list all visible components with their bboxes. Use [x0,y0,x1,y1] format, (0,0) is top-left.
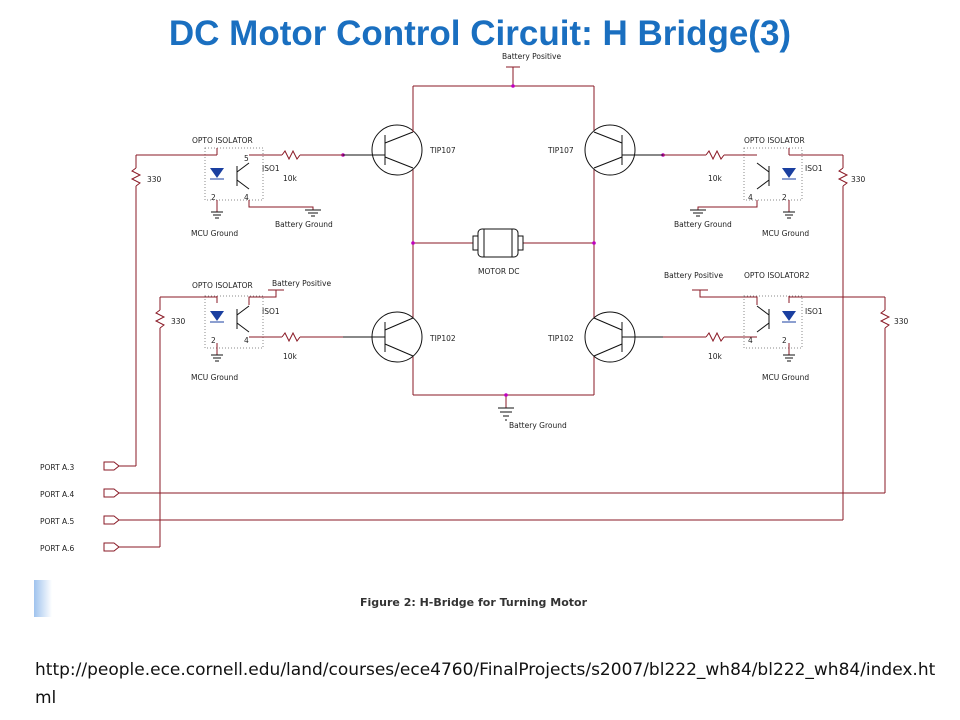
svg-text:Battery Positive: Battery Positive [272,279,331,288]
svg-text:10k: 10k [283,352,298,361]
svg-text:2: 2 [782,193,787,202]
battery-ground-bottom-label: Battery Ground [509,421,567,430]
svg-text:10k: 10k [283,174,298,183]
opto-label-tl: OPTO ISOLATOR [192,136,253,145]
opto-block-top-left: OPTO ISOLATOR ISO1 5 4 2 10k MCU Ground … [130,136,343,466]
battery-positive-top: Battery Positive [502,52,561,86]
port-a4: PORT A.4 [40,488,885,499]
svg-text:ISO1: ISO1 [805,164,823,173]
transistor-bottom-left-label: TIP102 [429,334,456,343]
opto-label-br: OPTO ISOLATOR2 [744,271,810,280]
svg-text:MCU Ground: MCU Ground [191,229,238,238]
source-url[interactable]: http://people.ece.cornell.edu/land/cours… [35,660,936,708]
svg-text:2: 2 [211,336,216,345]
svg-text:PORT A.5: PORT A.5 [40,517,74,526]
svg-text:ISO1: ISO1 [805,307,823,316]
dc-motor: MOTOR DC [472,228,524,276]
transistor-top-right: TIP107 [547,124,663,176]
opto-block-top-right: OPTO ISOLATOR ISO1 4 2 10k MCU Ground Ba… [663,136,866,520]
port-a6: PORT A.6 [40,542,160,553]
svg-text:MCU Ground: MCU Ground [191,373,238,382]
svg-text:2: 2 [782,336,787,345]
svg-text:Battery Ground: Battery Ground [674,220,732,229]
junction-dots [341,84,665,397]
motor-label: MOTOR DC [478,267,519,276]
port-a3: PORT A.3 [40,461,136,472]
svg-text:Battery Ground: Battery Ground [275,220,333,229]
svg-text:4: 4 [748,336,753,345]
port-a5: PORT A.5 [40,515,843,526]
svg-text:330: 330 [147,175,162,184]
svg-text:4: 4 [244,336,249,345]
transistor-top-left: TIP107 [343,86,456,176]
svg-text:330: 330 [171,317,186,326]
figure-caption: Figure 2: H-Bridge for Turning Motor [360,596,588,609]
svg-text:330: 330 [894,317,909,326]
svg-text:Battery Positive: Battery Positive [664,271,723,280]
svg-text:MCU Ground: MCU Ground [762,373,809,382]
opto-block-bottom-left: OPTO ISOLATOR Battery Positive ISO1 4 2 … [154,279,343,547]
transistor-bottom-right-label: TIP102 [547,334,574,343]
transistor-bottom-right: TIP102 [547,311,663,363]
transistor-top-left-label: TIP107 [429,146,456,155]
svg-text:ISO1: ISO1 [262,307,280,316]
svg-text:330: 330 [851,175,866,184]
svg-text:ISO1: ISO1 [262,164,280,173]
slide-title: DC Motor Control Circuit: H Bridge(3) [168,14,792,53]
svg-text:MCU Ground: MCU Ground [762,229,809,238]
opto-label-tr: OPTO ISOLATOR [744,136,805,145]
svg-text:2: 2 [211,193,216,202]
svg-text:PORT A.4: PORT A.4 [40,490,74,499]
battery-positive-top-label: Battery Positive [502,52,561,61]
svg-text:10k: 10k [708,174,723,183]
transistor-bottom-left: TIP102 [343,311,456,363]
svg-text:5: 5 [244,154,249,163]
battery-ground-bottom: Battery Ground [498,407,567,430]
opto-label-bl: OPTO ISOLATOR [192,281,253,290]
svg-text:4: 4 [244,193,249,202]
svg-text:10k: 10k [708,352,723,361]
h-bridge-schematic: Battery Positive MOTOR DC Battery Ground [40,52,909,553]
svg-text:4: 4 [748,193,753,202]
svg-text:PORT A.6: PORT A.6 [40,544,74,553]
svg-text:PORT A.3: PORT A.3 [40,463,74,472]
accent-bar [34,580,52,617]
transistor-top-right-label: TIP107 [547,146,574,155]
opto-block-bottom-right: OPTO ISOLATOR2 Battery Positive ISO1 4 2… [663,271,909,493]
